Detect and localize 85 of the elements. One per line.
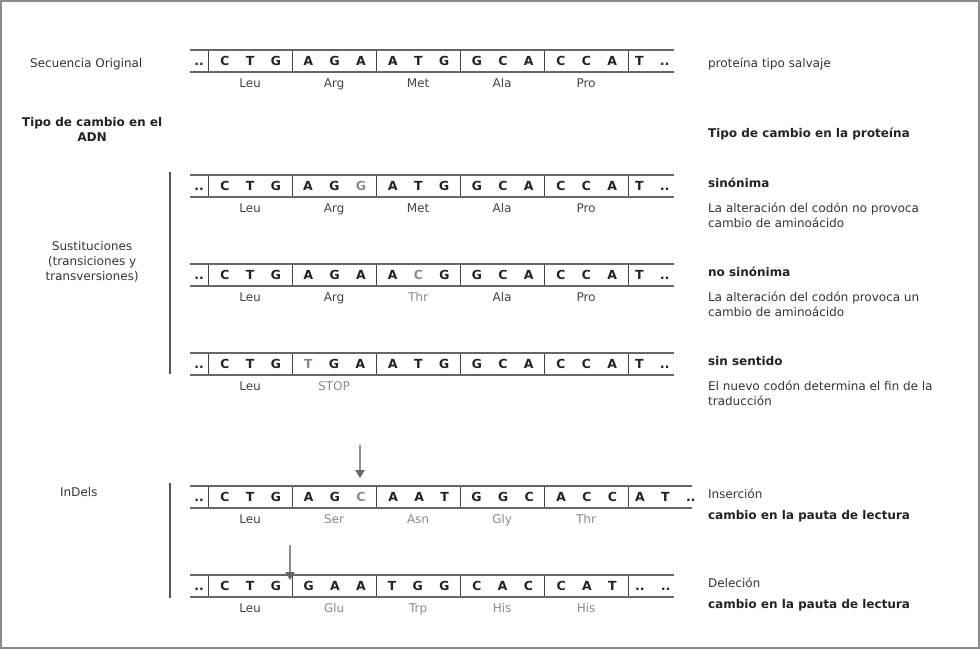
codon-cell: C T G (208, 576, 292, 596)
codon-cell: C A C (460, 576, 544, 596)
codon-cell: C T G (208, 487, 292, 507)
codon-cell: A T G (376, 51, 460, 71)
codon-cell: A T G (376, 354, 460, 374)
codon-cell: T .. (628, 51, 674, 71)
codon-cell: G C A (460, 176, 544, 196)
amino-acid-label: Leu (238, 76, 262, 90)
codon-cell: G C A (460, 265, 544, 285)
amino-acid-label: STOP (317, 379, 351, 393)
codon-cell: C C A (544, 265, 628, 285)
codon-cell: A C G (376, 265, 460, 285)
codon-cell: C C A (544, 354, 628, 374)
change-type: cambio en la pauta de lectura (708, 597, 910, 611)
change-type: cambio en la pauta de lectura (708, 508, 910, 522)
codon-cell: C T G (208, 51, 292, 71)
amino-acid-label: Asn (406, 512, 430, 526)
sequence-ellipsis: .. (193, 52, 205, 70)
change-type: no sinónima (708, 265, 790, 279)
amino-acid-label: Pro (575, 201, 597, 215)
amino-acid-label: Met (406, 76, 430, 90)
amino-acid-label: Gly (491, 512, 513, 526)
codon-cell: T G G (376, 576, 460, 596)
codon-cell: G C A (460, 354, 544, 374)
codon-cell: A T G (376, 176, 460, 196)
amino-acid-label: Leu (238, 201, 262, 215)
codon-cell: G G C (460, 487, 544, 507)
amino-acid-label: Leu (238, 379, 262, 393)
amino-acid-label: Met (406, 201, 430, 215)
codon-cell: T .. (628, 265, 674, 285)
codon-cell: A G C (292, 487, 376, 507)
group-label: Sustituciones (transiciones y transversiones) (45, 239, 139, 283)
amino-acid-label: Arg (322, 76, 346, 90)
amino-acid-label: Leu (238, 512, 262, 526)
amino-acid-label: Trp (408, 601, 428, 615)
amino-acid-label: Ser (323, 512, 345, 526)
codon-cell: A G A (292, 265, 376, 285)
row-label: Deleción (708, 576, 760, 590)
column-heading: Tipo de cambio en la proteína (708, 126, 910, 140)
codon-cell: C T G (208, 354, 292, 374)
amino-acid-label: Glu (322, 601, 346, 615)
sequence-ellipsis: .. (193, 577, 205, 595)
row-label: Secuencia Original (30, 56, 142, 70)
description-text: La alteración del codón no provoca cambio de aminoácido (708, 201, 919, 230)
column-heading: Tipo de cambio en el ADN (22, 115, 162, 144)
group-label: InDels (60, 485, 98, 499)
sequence-ellipsis: .. (193, 355, 205, 373)
amino-acid-label: Pro (575, 290, 597, 304)
amino-acid-label: His (492, 601, 512, 615)
amino-acid-label: His (576, 601, 596, 615)
codon-cell: G A A (292, 576, 376, 596)
codon-cell: A A T (376, 487, 460, 507)
codon-cell: C A T (544, 576, 628, 596)
change-type: sin sentido (708, 354, 782, 368)
amino-acid-label: Arg (322, 201, 346, 215)
amino-acid-label: Ala (492, 290, 512, 304)
description-text: La alteración del codón provoca un cambio de aminoácido (708, 290, 920, 319)
codon-cell: C T G (208, 176, 292, 196)
amino-acid-label: Thr (407, 290, 429, 304)
codon-cell: A G G (292, 176, 376, 196)
codon-cell: T .. (628, 354, 674, 374)
amino-acid-label: Ala (492, 201, 512, 215)
codon-cell: A C C (544, 487, 628, 507)
codon-cell: T G A (292, 354, 376, 374)
amino-acid-label: Leu (238, 290, 262, 304)
amino-acid-label: Arg (322, 290, 346, 304)
sequence-ellipsis: .. (193, 266, 205, 284)
sequence-ellipsis: .. (193, 177, 205, 195)
row-label: Inserción (708, 487, 762, 501)
codon-cell: A T .. (628, 487, 692, 507)
amino-acid-label: Leu (238, 601, 262, 615)
codon-cell: C C A (544, 51, 628, 71)
codon-cell: C C A (544, 176, 628, 196)
change-type: sinónima (708, 176, 770, 190)
sequence-ellipsis: .. (193, 488, 205, 506)
amino-acid-label: Thr (575, 512, 597, 526)
codon-cell: T .. (628, 176, 674, 196)
codon-cell: .. .. (628, 576, 674, 596)
amino-acid-label: Ala (492, 76, 512, 90)
description-text: El nuevo codón determina el fin de la traducción (708, 379, 933, 408)
codon-cell: C T G (208, 265, 292, 285)
row-label: proteína tipo salvaje (708, 56, 831, 70)
codon-cell: A G A (292, 51, 376, 71)
amino-acid-label: Pro (575, 76, 597, 90)
codon-cell: G C A (460, 51, 544, 71)
